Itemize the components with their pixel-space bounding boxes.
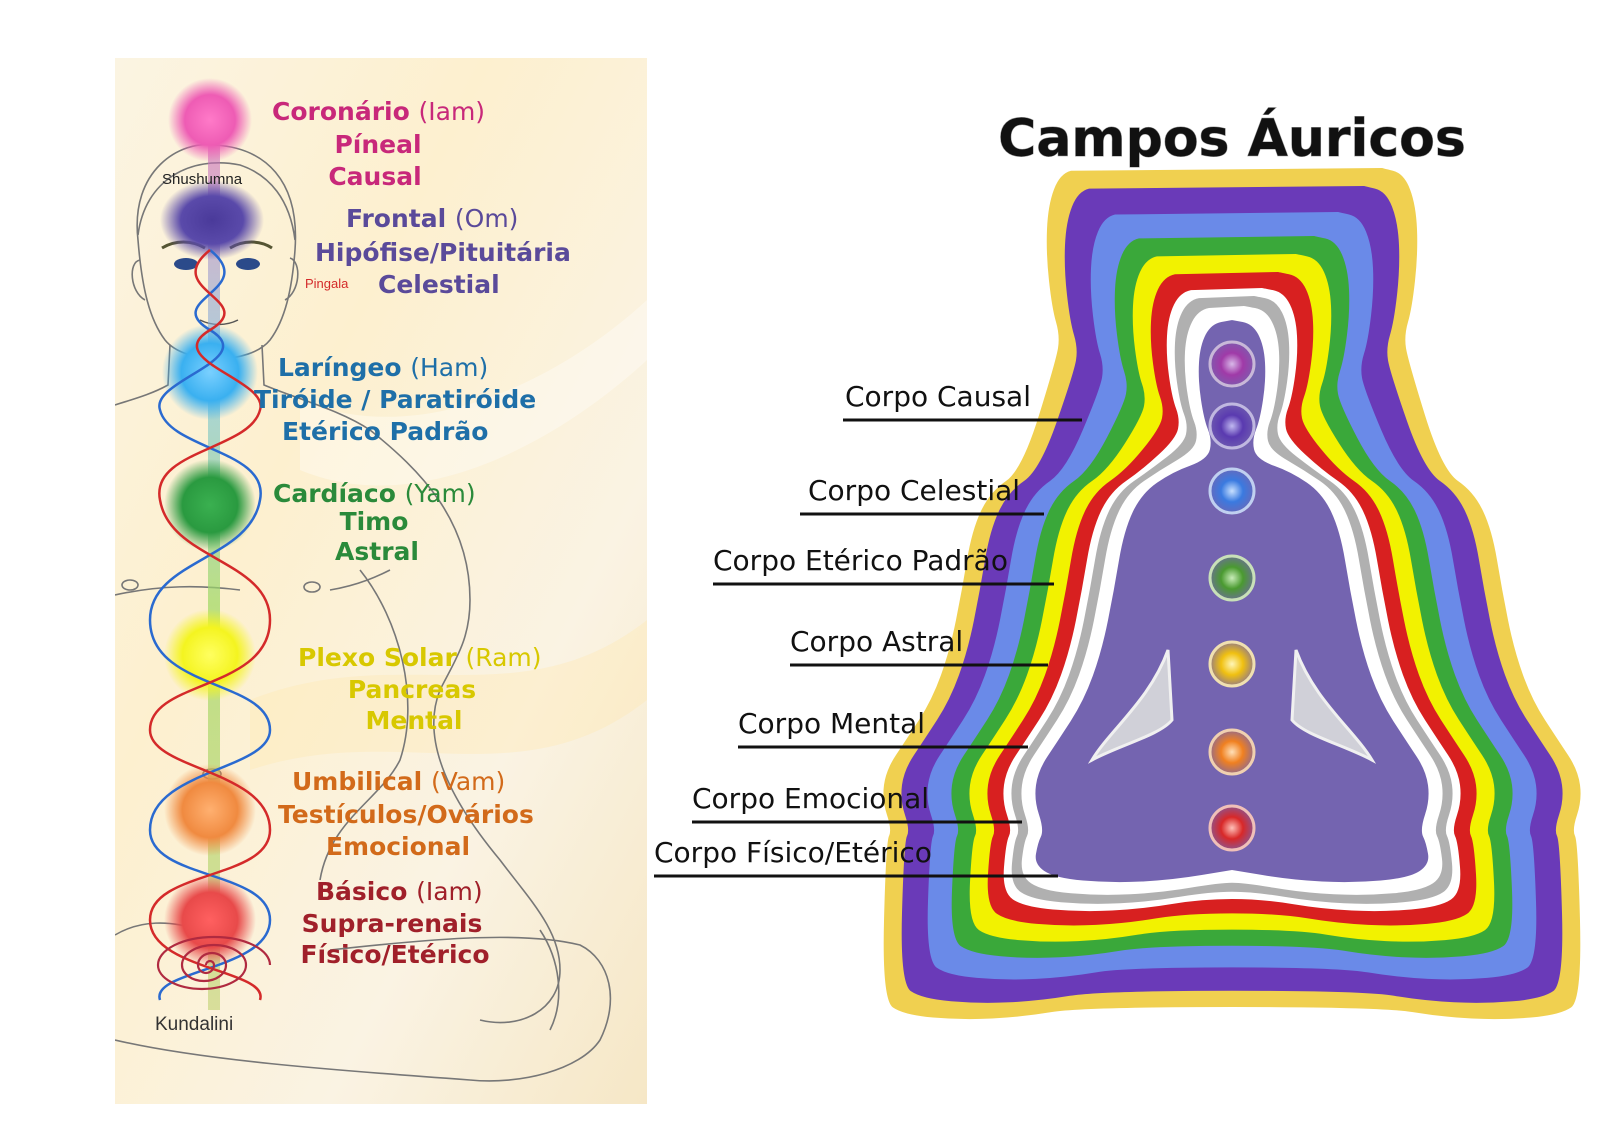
aura-chakra-dot-plexo [1208,640,1256,688]
light-swoosh [300,300,647,486]
light-swoosh [250,620,647,770]
kundalini-label: Kundalini [155,1014,233,1035]
aura-chakra-dot-frontal [1208,402,1256,450]
aura-label-causal: Corpo Causal [843,380,1082,422]
chakra-cardiaco: Cardíaco (Yam) Timo Astral [273,479,476,566]
chakra-panel: Shushumna Pingala Kundalini Coronário (I… [115,58,647,1104]
chakra-coronario: Coronário (Iam) Píneal Causal [272,97,485,191]
chakra-name: Laríngeo (Ham) [278,353,488,382]
chakra-name: Umbilical (Vam) [292,767,505,796]
chakra-umbilical: Umbilical (Vam) Testículos/Ovários Emoci… [278,767,534,861]
aura-chakra-dot-laringeo [1208,467,1256,515]
aura-label-text: Corpo Celestial [808,474,1020,507]
chakra-glow-cardiaco [164,459,256,551]
chakra-laringeo: Laríngeo (Ham) Tiróide / Paratiróide Eté… [254,353,536,446]
chakra-name: Plexo Solar (Ram) [298,643,542,672]
chakra-body: Astral [335,537,419,566]
ida-channel [148,249,272,1001]
chakra-body: Físico/Etérico [300,940,489,969]
chakra-plexo-solar: Plexo Solar (Ram) Pancreas Mental [298,643,542,735]
aura-label-fisico-eterico: Corpo Físico/Etérico [654,836,1058,878]
chakra-name: Básico (Iam) [316,877,483,906]
chakra-gland: Testículos/Ovários [278,800,534,829]
aura-label-text: Corpo Físico/Etérico [654,836,932,869]
shushumna-label: Shushumna [162,171,243,188]
kundalini-spiral [156,935,272,991]
chakra-name: Cardíaco (Yam) [273,479,476,508]
chakra-glow-coronario [168,78,252,162]
aura-label-astral: Corpo Astral [790,625,1048,667]
chakra-body: Celestial [378,270,500,299]
chakra-gland: Pancreas [348,675,476,704]
aura-label-emocional: Corpo Emocional [692,782,1022,824]
chakra-body: Causal [328,162,421,191]
chakra-body: Mental [365,706,462,735]
chakra-body: Etérico Padrão [282,417,488,446]
pingala-channel [148,249,272,1001]
chakra-glow-umbilical [164,764,256,856]
chakra-gland: Píneal [334,130,421,159]
aura-label-text: Corpo Etérico Padrão [713,544,1008,577]
chakra-name: Coronário (Iam) [272,97,485,126]
chakra-glow-laringeo [162,324,258,420]
chakra-frontal: Frontal (Om) Hipófise/Pituitária Celesti… [315,204,571,299]
aura-chakra-dot-umbilical [1208,728,1256,776]
figure-arm-gap-left [1087,649,1174,764]
aura-chakra-dot-basico [1208,804,1256,852]
chakra-gland: Supra-renais [302,909,483,938]
chakra-glow-frontal [160,180,264,260]
chakra-name: Frontal (Om) [346,204,518,233]
chakra-gland: Timo [340,507,409,536]
figure-arm-gap-right [1290,649,1377,764]
aura-label-celestial: Corpo Celestial [800,474,1044,516]
aura-chakra-dot-cardiaco [1208,554,1256,602]
aura-label-text: Corpo Causal [845,380,1031,413]
chakra-glow-basico [164,874,256,966]
aura-panel: Campos Áuricos Corpo Causal Corpo Celest… [654,108,1581,1020]
chakra-glow-plexo [164,609,256,701]
aura-label-text: Corpo Emocional [692,782,929,815]
page-title: Campos Áuricos [998,108,1466,169]
aura-label-text: Corpo Astral [790,625,963,658]
chakra-body: Emocional [326,832,470,861]
chakra-basico: Básico (Iam) Supra-renais Físico/Etérico [300,877,489,969]
chakra-gland: Tiróide / Paratiróide [254,385,536,414]
pingala-label: Pingala [305,276,349,291]
aura-label-eterico-padrao: Corpo Etérico Padrão [713,544,1054,586]
chakra-gland: Hipófise/Pituitária [315,238,571,267]
aura-chakra-dot-coronario [1208,340,1256,388]
aura-label-mental: Corpo Mental [738,707,1028,749]
aura-label-text: Corpo Mental [738,707,925,740]
